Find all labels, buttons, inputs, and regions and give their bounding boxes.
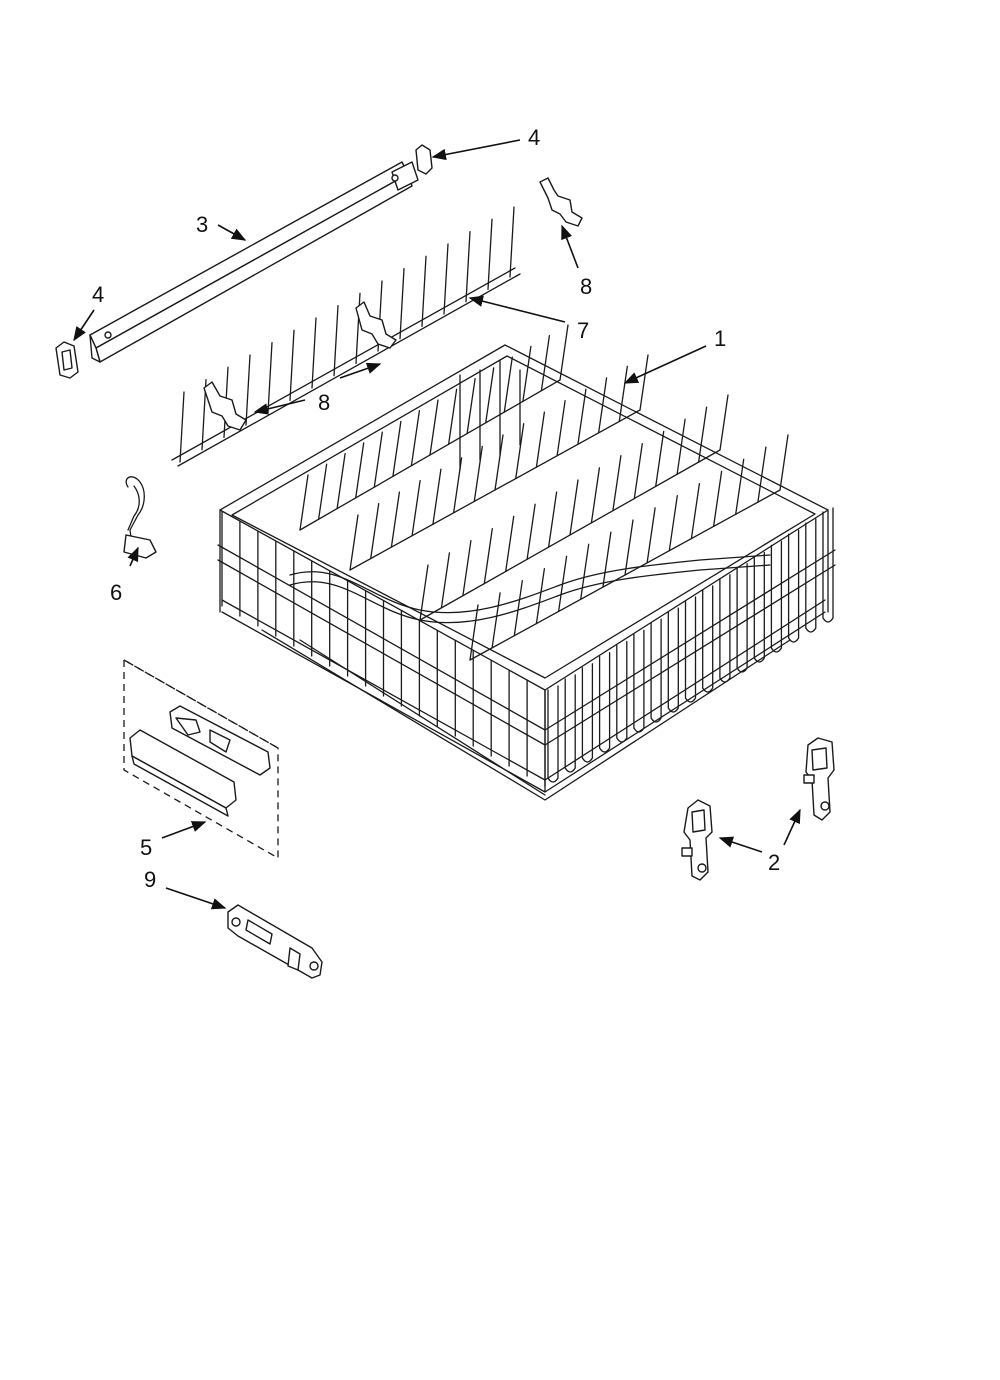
rail-end-cap-left [55,341,79,379]
callout-2: 2 [768,850,780,875]
callout-3: 3 [196,212,208,237]
callout-8-top: 8 [580,274,592,299]
callout-4-left: 4 [92,282,104,307]
callout-labels: 4 3 4 8 7 1 8 6 5 9 2 [92,125,780,892]
tine-row [171,206,521,467]
handle-assembly [123,658,279,860]
mounting-bracket [227,904,323,979]
callout-1: 1 [714,326,726,351]
tine-clip-top [539,177,583,227]
tine-clip-on-row-left [203,381,247,431]
callout-5: 5 [140,835,152,860]
rack-rail [89,161,419,363]
leader-lines [73,139,801,910]
callout-9: 9 [144,867,156,892]
callout-6: 6 [110,580,122,605]
rack-adjuster-right [803,737,835,821]
rail-end-cap-top [415,144,433,175]
callout-4-top: 4 [528,125,540,150]
tine-clip-on-row-right [355,301,397,349]
dish-rack-basket [217,324,836,801]
callout-7: 7 [577,318,589,343]
callout-8-mid: 8 [318,390,330,415]
wire-clip [123,476,157,559]
rack-adjuster-left [681,799,713,881]
